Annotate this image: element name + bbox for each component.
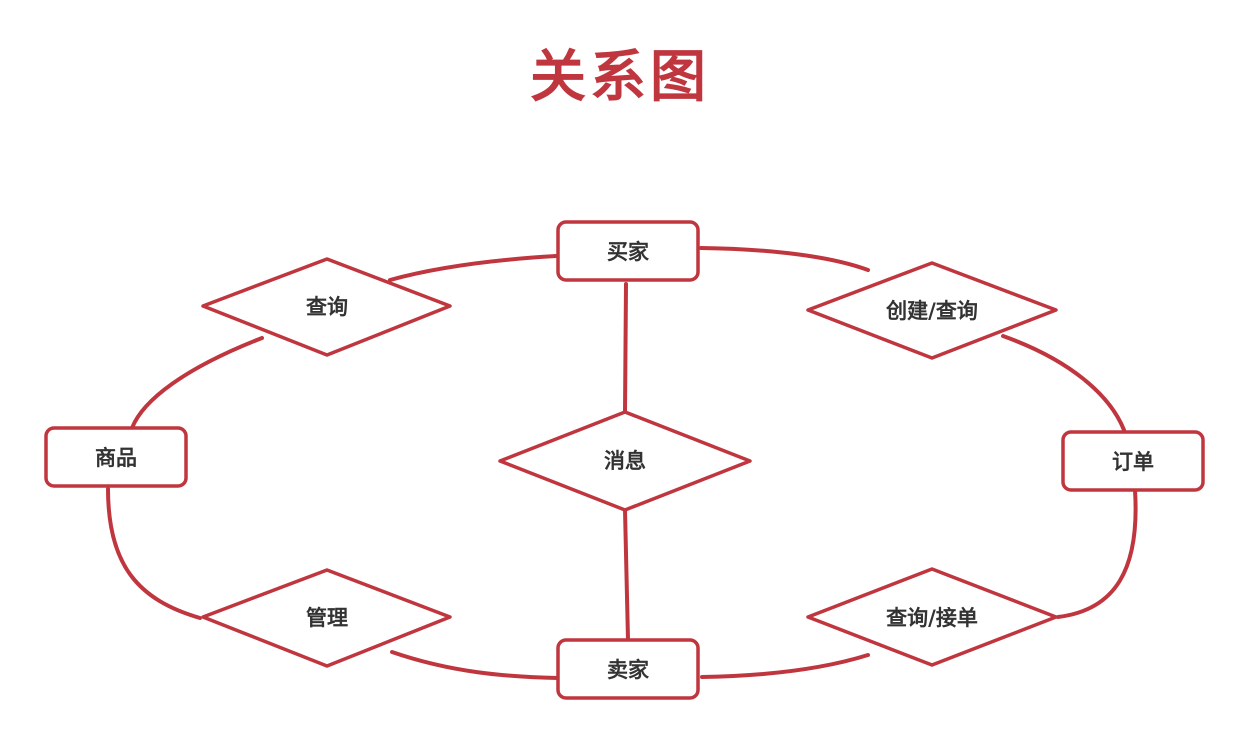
relation-create-query-label: 创建/查询 (885, 299, 978, 323)
entity-seller-label: 卖家 (607, 658, 650, 682)
relation-manage-label: 管理 (306, 606, 348, 630)
page-title: 关系图 (530, 45, 710, 110)
relation-message: 消息 (498, 410, 752, 512)
relation-query: 查询 (201, 257, 452, 357)
relation-query-accept: 查询/接单 (806, 567, 1058, 667)
edge-order-query-accept (1056, 488, 1138, 619)
relation-create-query: 创建/查询 (806, 261, 1058, 360)
entity-product-label: 商品 (95, 446, 137, 470)
relation-message-label: 消息 (604, 449, 646, 473)
edge-buyer-message (623, 282, 628, 414)
entity-order: 订单 (1061, 430, 1205, 492)
connector-group (106, 246, 1138, 680)
edge-buyer-query (388, 254, 558, 282)
relation-manage: 管理 (201, 568, 452, 668)
entity-product: 商品 (44, 426, 188, 488)
edge-create-query-order (1001, 334, 1126, 432)
edge-message-seller (623, 508, 630, 642)
edge-buyer-create-query (699, 246, 870, 272)
edge-product-manage (106, 487, 202, 620)
edge-manage-seller (390, 650, 560, 680)
edge-query-accept-seller (700, 653, 870, 679)
entity-seller: 卖家 (556, 638, 700, 700)
entity-buyer: 买家 (556, 220, 700, 282)
entity-buyer-label: 买家 (607, 240, 650, 264)
relation-query-accept-label: 查询/接单 (886, 606, 978, 630)
entity-order-label: 订单 (1112, 450, 1154, 474)
edge-query-product (130, 336, 264, 430)
relation-query-label: 查询 (306, 295, 348, 319)
